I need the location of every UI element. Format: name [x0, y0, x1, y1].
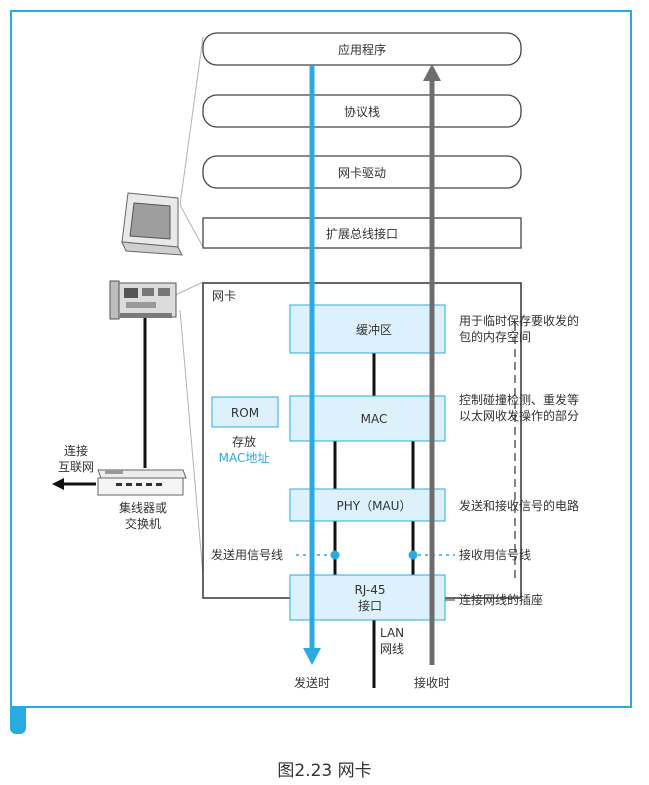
computer-icon — [121, 192, 183, 256]
buffer-label: 缓冲区 — [356, 322, 392, 337]
mac-box: MAC — [289, 395, 446, 442]
hub-icon — [97, 469, 187, 496]
receive-arrow — [423, 64, 441, 665]
recv-label: 接收时 — [414, 675, 450, 690]
note-mac-2: 以太网收发操作的部分 — [459, 408, 579, 423]
note-buffer-2: 包的内存空间 — [459, 329, 531, 344]
layer-driver-label: 网卡驱动 — [338, 166, 386, 180]
network-card-icon — [109, 280, 177, 320]
lan-label-2: 网线 — [380, 642, 404, 656]
lan-label-1: LAN — [380, 626, 404, 640]
send-signal-label: 发送用信号线 — [211, 547, 283, 562]
layer-bus: 扩展总线接口 — [202, 217, 522, 249]
nic-title: 网卡 — [212, 289, 236, 303]
send-arrow — [303, 65, 321, 665]
rom-desc-2: MAC地址 — [219, 451, 270, 465]
layer-driver: 网卡驱动 — [202, 155, 522, 189]
hub-label-2: 交换机 — [125, 516, 161, 531]
recv-signal-dot — [408, 550, 418, 560]
rom-desc-1: 存放 — [232, 434, 256, 449]
rom-chip: ROM 存放 MAC地址 — [211, 396, 279, 465]
layer-stack-label: 协议栈 — [344, 104, 380, 119]
figure-caption: 图2.23 网卡 — [277, 761, 372, 781]
layer-app-label: 应用程序 — [338, 42, 386, 57]
recv-signal-label: 接收用信号线 — [459, 547, 531, 562]
internet-label-1: 连接 — [64, 443, 88, 458]
send-label: 发送时 — [294, 675, 330, 690]
send-signal-dot — [330, 550, 340, 560]
layer-stack: 协议栈 — [202, 94, 522, 128]
phy-box: PHY（MAU） — [289, 488, 446, 522]
frame-tab — [10, 706, 26, 734]
layer-app: 应用程序 — [202, 32, 522, 66]
note-phy: 发送和接收信号的电路 — [459, 498, 579, 513]
rj45-label-1: RJ-45 — [354, 583, 385, 597]
internet-arrow — [52, 478, 96, 490]
figure-frame — [10, 10, 632, 708]
rj45-box: RJ-45 接口 — [289, 574, 446, 621]
rj45-label-2: 接口 — [358, 598, 382, 613]
hub-label-1: 集线器或 — [119, 500, 167, 515]
internal-wires — [333, 353, 415, 688]
note-buffer-1: 用于临时保存要收发的 — [459, 313, 579, 328]
buffer-box: 缓冲区 — [289, 304, 446, 354]
note-mac-1: 控制碰撞检测、重发等 — [459, 392, 579, 407]
note-rj45: 连接网线的插座 — [459, 592, 543, 607]
phy-label: PHY（MAU） — [337, 499, 412, 513]
mac-label: MAC — [361, 412, 388, 426]
internet-label-2: 互联网 — [58, 460, 94, 474]
layer-bus-label: 扩展总线接口 — [326, 226, 398, 241]
rom-label: ROM — [231, 406, 259, 420]
